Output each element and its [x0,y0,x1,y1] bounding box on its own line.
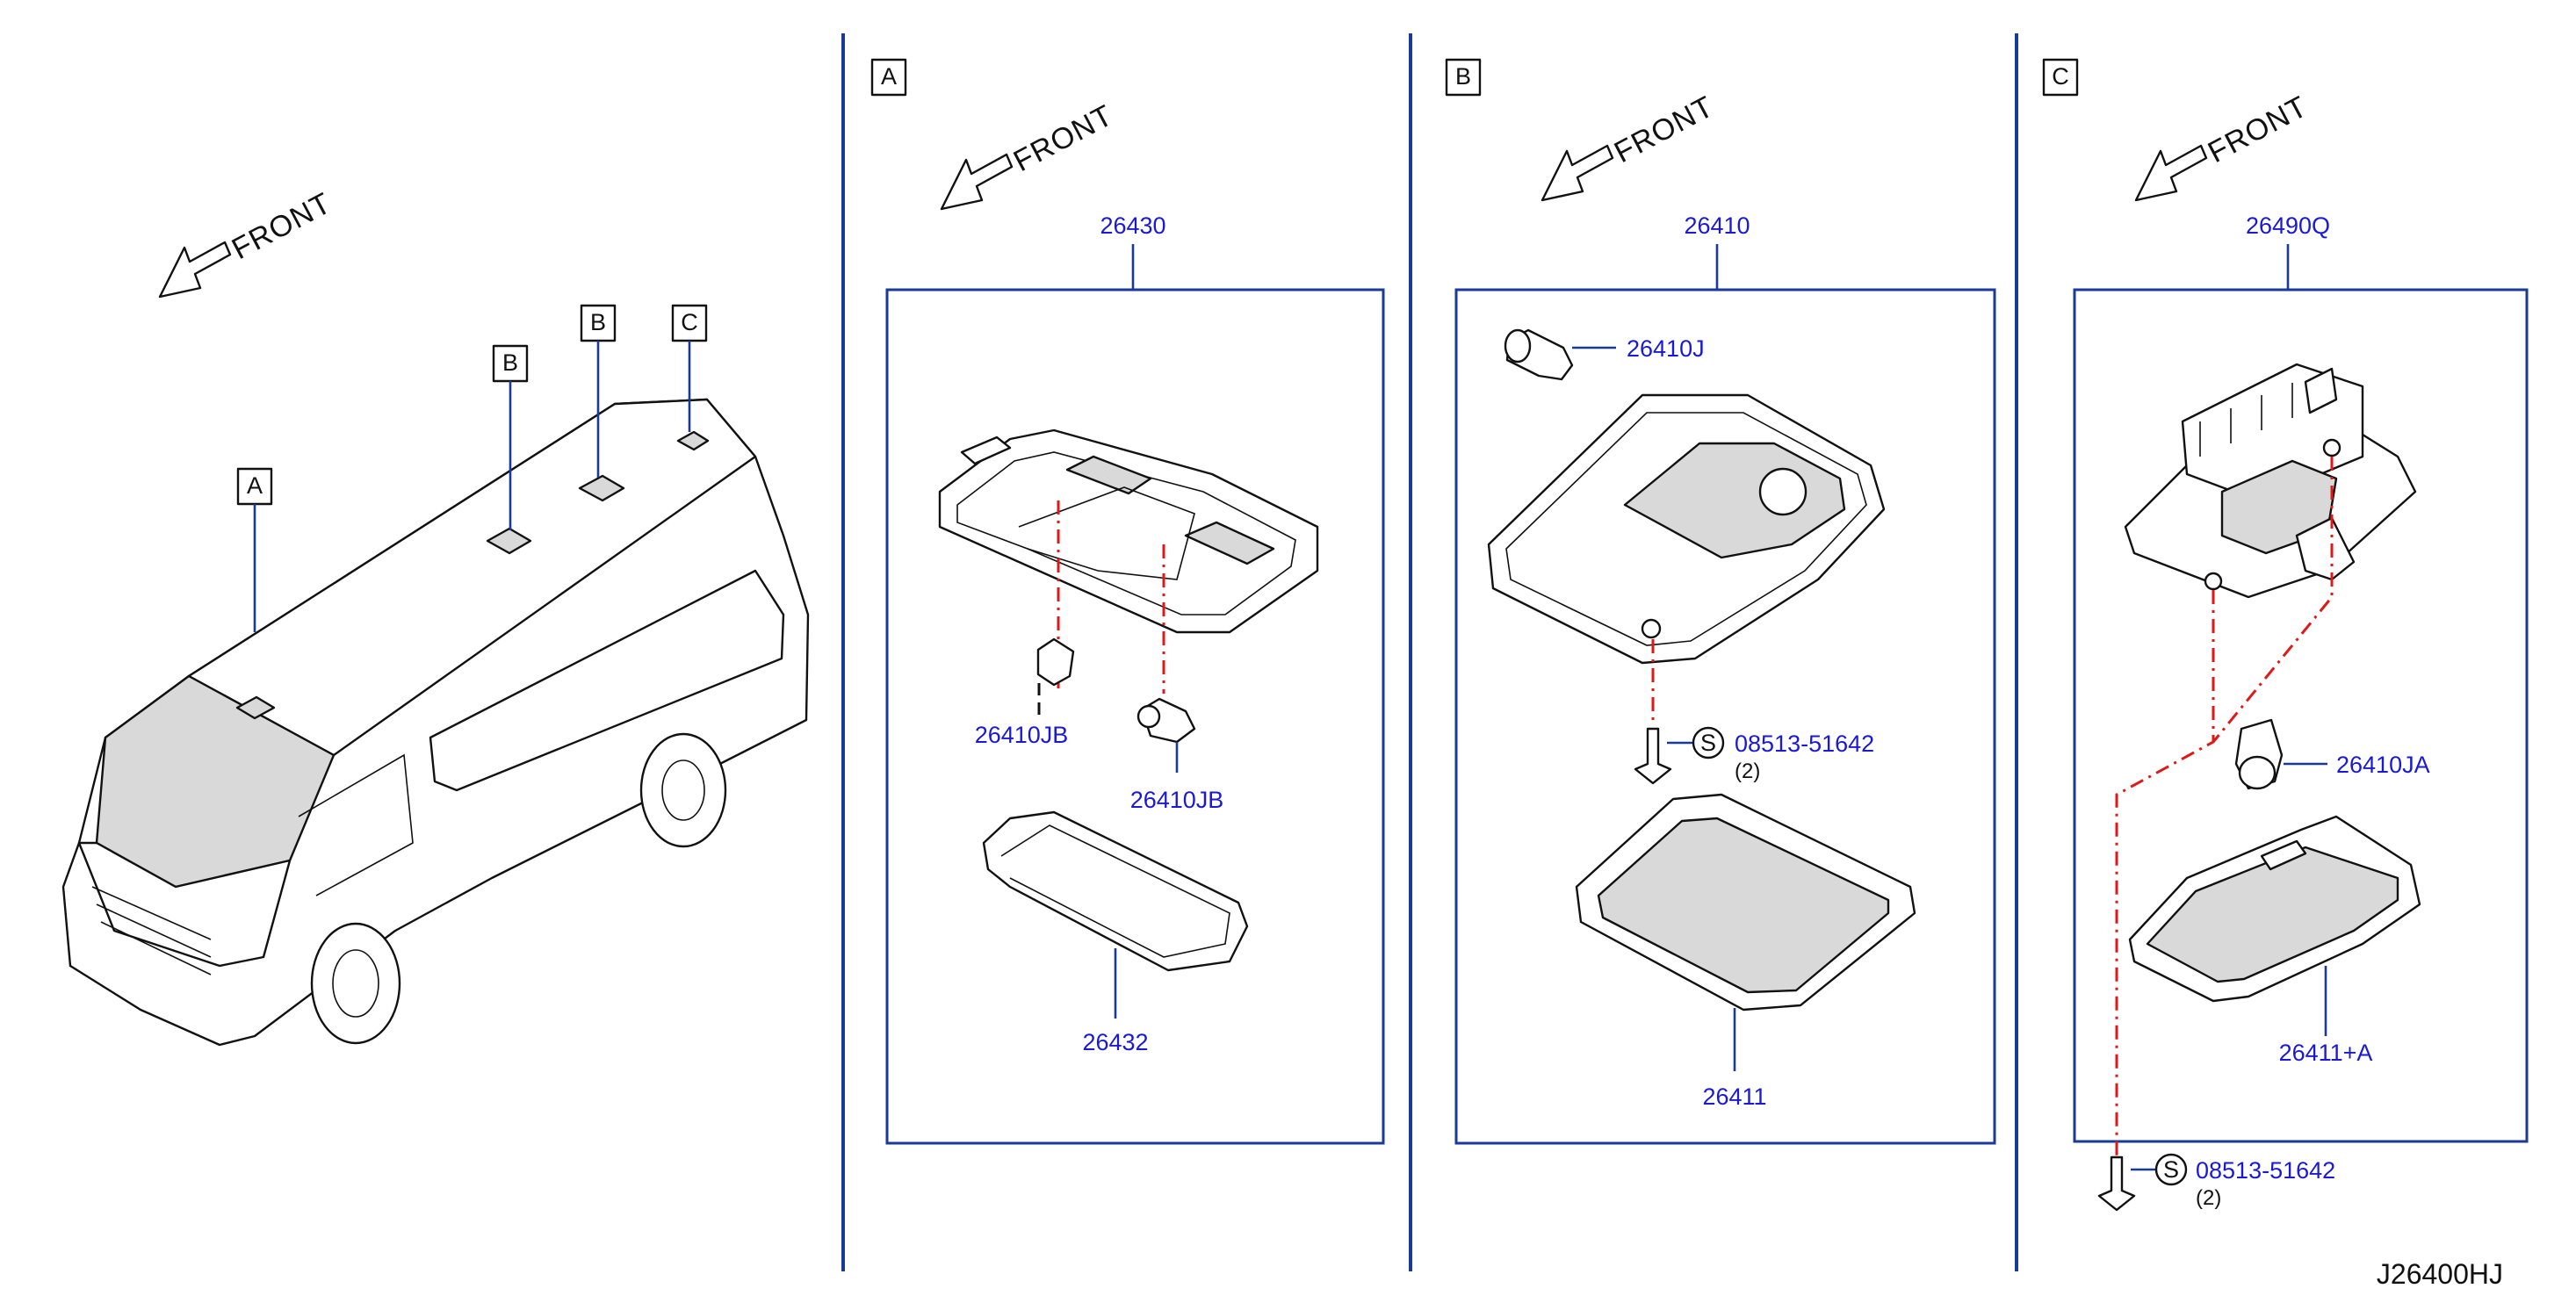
callout-c-label: C [681,309,698,335]
lens-inner [2146,846,2399,983]
lens-number: 26411+A [2279,1040,2373,1066]
screw-symbol [2154,1153,2188,1186]
lamp-c-position [676,430,710,451]
lens [982,810,1249,972]
lamp-housing-inner [956,451,1296,616]
bracket-slots [2199,383,2293,457]
bulb-right [1136,697,1196,744]
housing-tab [960,436,1012,465]
bulb-right-number: 26410JB [1130,787,1224,813]
callout-b1-label: B [502,349,518,376]
van-grille [91,886,212,975]
overview-callout-c: C [671,304,708,432]
section-box-c [2042,58,2079,97]
callout-box-b2 [580,304,617,342]
front-label: FRONT [227,186,337,266]
lens-number: 26411 [1702,1083,1766,1110]
lamp-a-position [235,695,276,720]
callout-a-label: A [247,472,263,499]
screw [1634,727,1672,785]
lens-tab [2260,839,2307,871]
lamp-housing [938,428,1319,634]
callout-box-c [671,304,708,342]
overview-callout-a: A [236,467,273,632]
screw-number: 08513-51642 [1735,731,1874,757]
switch-knob [1758,467,1808,516]
overview-callout-b2: B [580,304,617,478]
screw-hole-right [2322,438,2341,457]
section-a-label: A [881,63,897,90]
lens-number: 26432 [1082,1029,1148,1055]
screw-qty: (2) [1735,759,1760,783]
centerline [2115,590,2215,1157]
van-rear-wheel [639,732,727,848]
callout-b2-label: B [590,309,606,335]
screw-hole-left [2204,572,2223,591]
assembly-frame [2073,288,2529,1143]
diagram-code: J26400HJ [2377,1258,2503,1290]
lamp-housing-inner [1505,412,1867,646]
bulb [2234,718,2284,790]
lamp-b1-position [486,527,532,555]
bulb-left-icon [1036,637,1075,687]
front-arrow-icon [2134,144,2208,202]
screw-icon [1634,727,1672,785]
assembly-number: 26430 [1100,212,1165,239]
front-arrow-icon [940,153,1014,211]
section-b-label: B [1455,63,1471,90]
bulb-number: 26410JA [2336,752,2430,778]
section-box-a [870,58,907,97]
panel-a: A FRONT 26430 26410JB 26410JB 26432 [870,58,1385,1145]
overview-front-arrow: FRONT [158,186,337,299]
centerline-right [2212,457,2334,743]
housing-center [1018,486,1195,580]
callout-box-a [236,467,273,506]
assembly-number: 26490Q [2246,212,2330,239]
screw-symbol-text: S [1700,730,1716,756]
section-box-b [1445,58,1482,97]
overview-callout-b1: B [492,344,529,530]
assembly-number: 26410 [1684,212,1750,239]
van-rear-hub [661,759,705,821]
panel-c: C FRONT 26490Q 26410JA 26411+A [2042,58,2529,1212]
van-front-door [298,753,414,896]
switch-right [1184,521,1275,565]
van-illustration [61,398,810,1047]
screw-symbol-text: S [2163,1156,2179,1183]
van-front-hub [332,949,379,1018]
wire-clip [2304,367,2338,414]
lens-inner [1597,817,1890,994]
front-arrow-icon [158,241,232,299]
van-front-wheel [310,922,401,1045]
connector [2295,516,2356,581]
screw-hole [1641,618,1662,639]
switch-left [1065,455,1152,495]
front-label: FRONT [2203,90,2313,169]
screw-qty: (2) [2196,1186,2221,1210]
lamp-b2-position [578,474,625,502]
section-c-label: C [2052,63,2069,90]
bulb [1504,328,1574,381]
bulb-left-number: 26410JB [975,722,1069,748]
assembly-frame [1454,288,1996,1145]
callout-box-b1 [492,344,529,383]
bulb-left [1036,637,1075,720]
bulb-number: 26410J [1627,335,1705,362]
screw-number: 08513-51642 [2196,1157,2335,1184]
panel-b: B FRONT 26410 26410J S 08513-51642 (2) [1445,58,1996,1145]
front-label: FRONT [1008,98,1119,178]
screw [2097,1155,2136,1212]
lens-edge [1000,824,1230,958]
front-label: FRONT [1609,90,1720,169]
front-arrow-icon [1541,144,1614,202]
assembly-frame [885,288,1385,1145]
screw-icon [2097,1155,2136,1212]
van-side-windows [429,569,785,792]
screw-symbol [1692,726,1725,759]
